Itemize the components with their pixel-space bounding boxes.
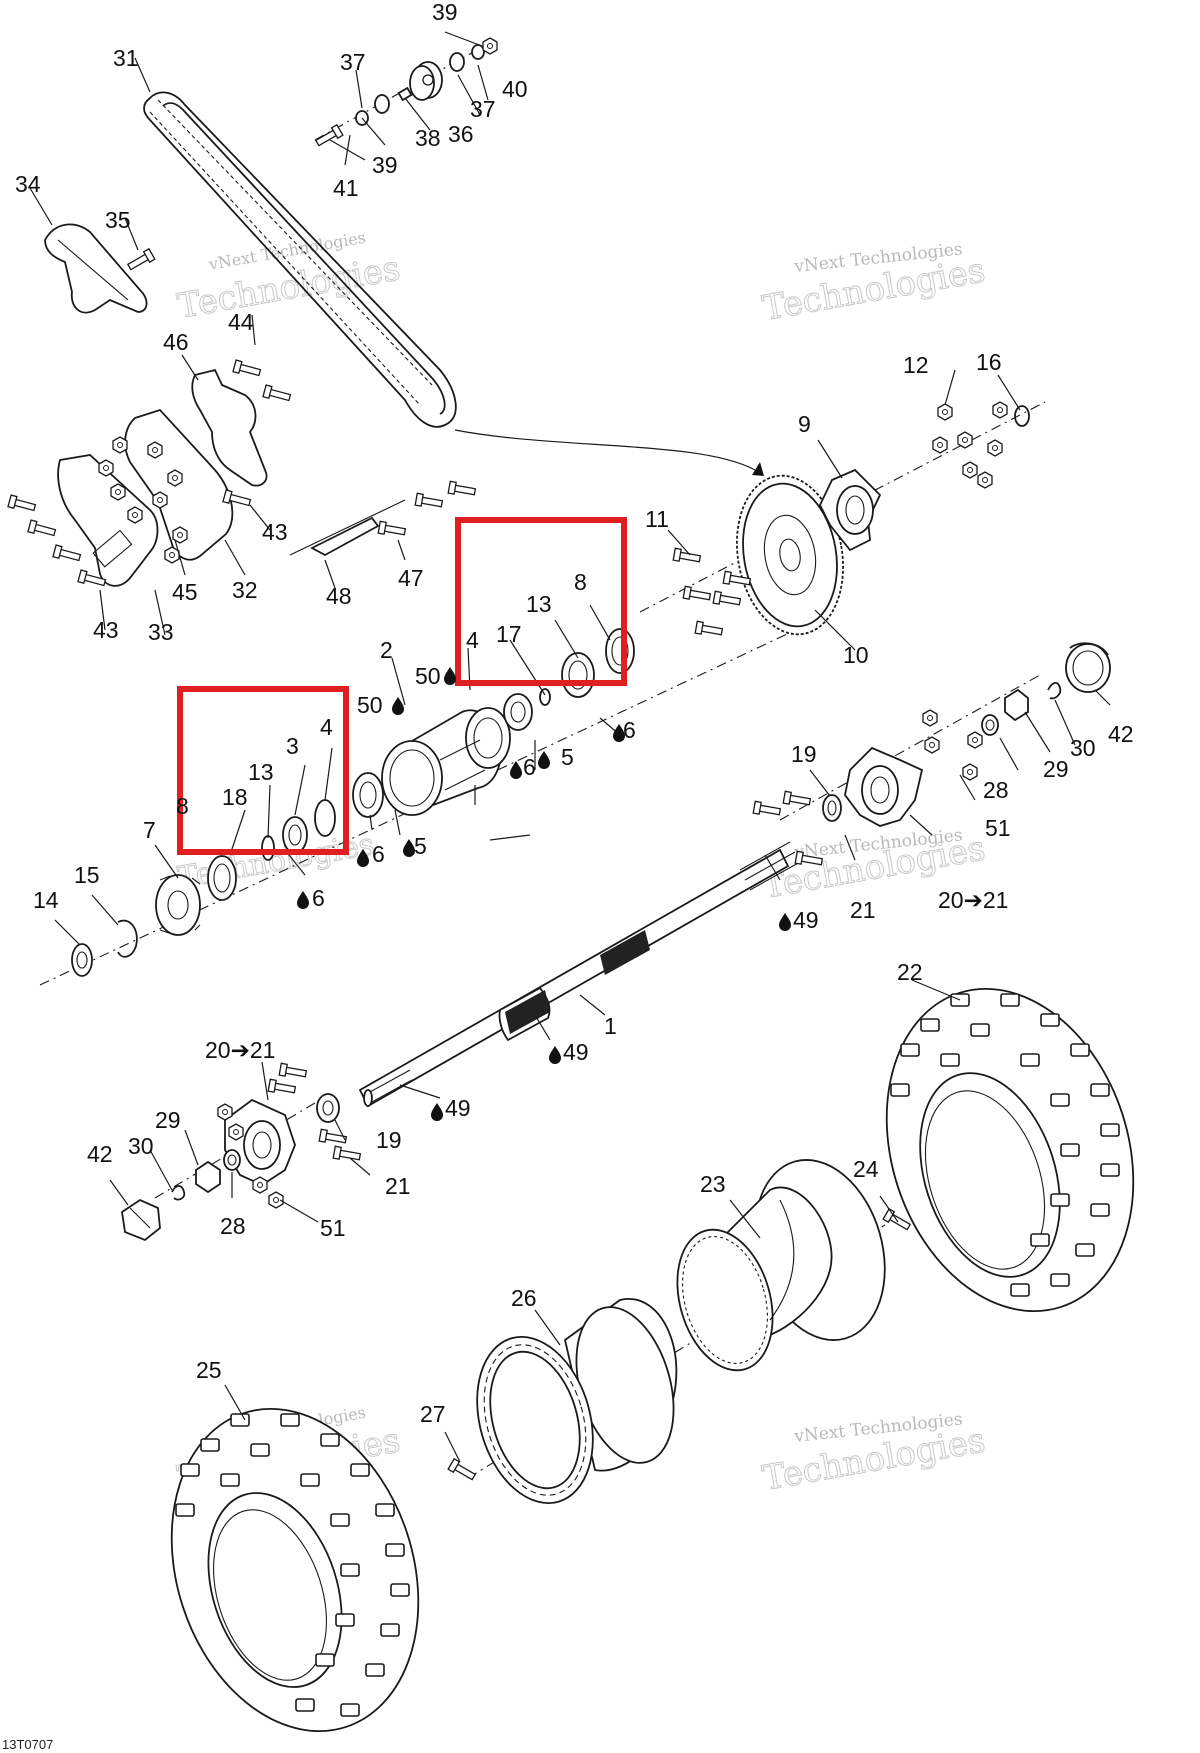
label-40: 40	[502, 76, 528, 102]
label-8-left: 8	[176, 793, 189, 819]
label-8-right: 8	[574, 569, 587, 595]
label-49-left: 49	[445, 1095, 471, 1121]
watermark-bottom-right: vNext Technologies Technologies	[759, 1409, 989, 1499]
label-36: 36	[448, 121, 474, 147]
left-bearing-group	[71, 772, 384, 977]
label-21-left: 21	[385, 1173, 411, 1199]
label-5-right: 5	[561, 744, 574, 770]
label-21-right: 21	[850, 897, 876, 923]
label-50-left: 50	[357, 692, 383, 718]
label-39-top: 39	[432, 0, 458, 25]
drive-chain	[143, 91, 457, 428]
label-33: 33	[148, 619, 174, 645]
label-34: 34	[15, 171, 41, 197]
label-11: 11	[645, 506, 669, 532]
label-20-21-left: 20➔21	[205, 1037, 275, 1063]
label-30-left: 30	[128, 1133, 154, 1159]
rim-front	[447, 1298, 678, 1505]
watermark-top-left: vNext Technologies Technologies	[174, 228, 404, 328]
label-3: 3	[286, 733, 299, 759]
label-39-bottom: 39	[372, 152, 398, 178]
label-6-bottom: 6	[312, 885, 325, 911]
label-5-left: 5	[414, 833, 427, 859]
sprocket	[736, 474, 844, 636]
label-14: 14	[33, 887, 59, 913]
drawing-code: 13T0707	[2, 1737, 53, 1752]
label-50-right: 50	[415, 663, 441, 689]
label-46: 46	[163, 329, 189, 355]
sprocket-hub	[818, 401, 1030, 552]
watermark-top-right: vNext Technologies Technologies	[759, 239, 989, 329]
label-43-left: 43	[93, 617, 119, 643]
label-49-mid: 49	[563, 1039, 589, 1065]
left-hub-assembly	[121, 1062, 362, 1242]
label-41: 41	[333, 175, 359, 201]
label-10: 10	[843, 642, 869, 668]
label-29-right: 29	[1043, 756, 1069, 782]
label-1: 1	[604, 1013, 617, 1039]
label-49-right: 49	[793, 907, 819, 933]
label-15: 15	[74, 862, 100, 888]
chain-guide	[44, 223, 156, 314]
label-4-right: 4	[466, 627, 479, 653]
label-31: 31	[113, 45, 139, 71]
label-42-left: 42	[87, 1141, 113, 1167]
highlight-box-right	[455, 517, 627, 686]
label-37-right: 37	[470, 96, 496, 122]
label-37-top: 37	[340, 49, 366, 75]
label-4-left: 4	[320, 714, 333, 740]
label-19-left: 19	[376, 1127, 402, 1153]
label-32: 32	[232, 577, 258, 603]
label-12: 12	[903, 352, 929, 378]
label-13-left: 13	[248, 759, 274, 785]
label-6-left: 6	[372, 841, 385, 867]
label-22: 22	[897, 959, 923, 985]
label-9: 9	[798, 411, 811, 437]
axle	[358, 841, 801, 1108]
label-16: 16	[976, 349, 1002, 375]
label-44: 44	[228, 309, 254, 335]
label-2: 2	[380, 637, 393, 663]
label-30-right: 30	[1070, 735, 1096, 761]
label-35: 35	[105, 207, 131, 233]
label-20-21-right: 20➔21	[938, 887, 1008, 913]
label-24: 24	[853, 1156, 879, 1182]
label-28-left: 28	[220, 1213, 246, 1239]
label-48: 48	[326, 583, 352, 609]
tire-rear-right	[885, 987, 1135, 1313]
chain-to-sprocket-arrow	[454, 429, 756, 471]
label-51-left: 51	[320, 1215, 346, 1241]
arrowhead	[752, 462, 764, 476]
part-number-labels: 39 31 37 40 37 38 36 39 41 34 35 44 46 1…	[2, 0, 1134, 1752]
label-6-mid: 6	[523, 754, 536, 780]
chain-adjuster-plates	[7, 359, 292, 590]
label-19-right: 19	[791, 741, 817, 767]
right-hub-assembly	[752, 642, 1111, 869]
tire-front-left	[170, 1407, 420, 1733]
label-42-right: 42	[1108, 721, 1134, 747]
label-28-right: 28	[983, 777, 1009, 803]
label-51-right: 51	[985, 815, 1011, 841]
label-25: 25	[196, 1357, 222, 1383]
label-38: 38	[415, 125, 441, 151]
highlight-box-left	[177, 686, 349, 855]
label-45: 45	[172, 579, 198, 605]
right-hub-centerline	[779, 674, 1041, 821]
label-43-right: 43	[262, 519, 288, 545]
label-26: 26	[511, 1285, 537, 1311]
label-29-left: 29	[155, 1107, 181, 1133]
label-7: 7	[143, 817, 156, 843]
label-27: 27	[420, 1401, 446, 1427]
label-6-right: 6	[623, 717, 636, 743]
bracket-47-48	[289, 480, 477, 557]
label-47: 47	[398, 565, 424, 591]
label-18: 18	[222, 784, 248, 810]
bearing-housing	[381, 707, 511, 816]
label-17: 17	[496, 621, 522, 647]
tensioner-assembly	[313, 37, 498, 149]
label-23: 23	[700, 1171, 726, 1197]
label-13-right: 13	[526, 591, 552, 617]
rim-rear	[676, 1159, 913, 1372]
